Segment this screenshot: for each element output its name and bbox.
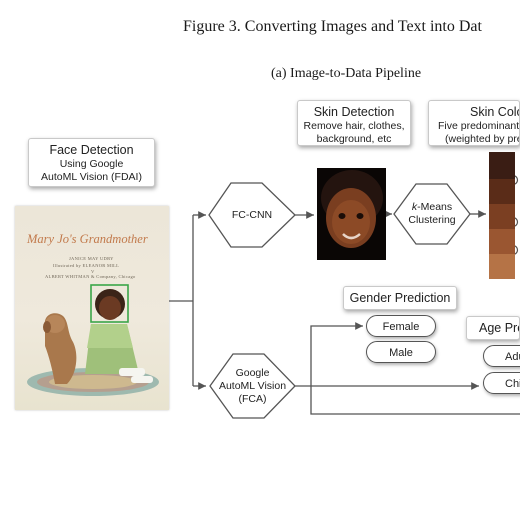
face-detection-callout: Face Detection Using Google AutoML Visio… — [28, 138, 155, 187]
kmeans-label: k-Means Clustering — [401, 201, 463, 227]
skin-color-title: Skin Colo — [470, 105, 520, 119]
face-detection-title: Face Detection — [49, 143, 134, 157]
face-detection-line2: AutoML Vision (FDAI) — [41, 171, 142, 183]
fca-to-female-connector — [310, 322, 363, 386]
gender-prediction-callout: Gender Prediction — [343, 286, 457, 310]
skin-color-line1: Five predominant s — [438, 120, 520, 132]
book-separator: V — [91, 269, 95, 274]
gender-prediction-title: Gender Prediction — [349, 291, 451, 305]
skin-color-callout: Skin Colo Five predominant s (weighted b… — [428, 100, 520, 146]
kmeans-line2: Clustering — [408, 214, 456, 226]
skin-swatch-4 — [489, 229, 515, 254]
fca-line1: Google — [235, 367, 270, 379]
book-illustrator: Illustrated by ELEANOR MILL — [53, 263, 120, 268]
age-prediction-title: Age Pre — [479, 321, 520, 335]
skin-swatch-3 — [489, 204, 515, 229]
fca-line3: (FCA) — [238, 393, 267, 405]
book-publisher: ALBERT WHITMAN & Company, Chicago — [45, 274, 136, 279]
skin-color-palette — [489, 152, 515, 279]
skin-detection-title: Skin Detection — [313, 105, 395, 119]
book-illustration — [27, 284, 159, 396]
skin-swatch-1 — [489, 152, 515, 179]
kmeans-k: k — [411, 201, 418, 213]
skin-detection-line1: Remove hair, clothes, — [303, 120, 405, 132]
skin-swatch-2 — [489, 179, 515, 204]
gender-option-female: Female — [366, 315, 436, 337]
fca-line2: AutoML Vision — [218, 380, 287, 392]
fc-cnn-label: FC-CNN — [231, 209, 273, 221]
fc-cnn-diamond — [208, 182, 296, 248]
skin-color-line2: (weighted by prev — [445, 133, 520, 145]
kmeans-diamond — [393, 183, 471, 245]
book-cover-image: Mary Jo's Grandmother JANICE MAY UDRY Il… — [15, 206, 169, 410]
figure-subcaption: (a) Image-to-Data Pipeline — [271, 66, 422, 81]
book-title: Mary Jo's Grandmother — [27, 232, 148, 246]
kmeans-line1: -Means — [417, 201, 453, 213]
skin-swatch-5 — [489, 254, 515, 279]
face-detection-line1: Using Google — [59, 158, 124, 170]
skin-detection-callout: Skin Detection Remove hair, clothes, bac… — [297, 100, 411, 146]
fca-diamond — [209, 353, 296, 419]
skin-detection-line2: background, etc — [316, 133, 392, 145]
age-prediction-callout: Age Pre — [466, 316, 520, 340]
face-crop-image — [317, 168, 386, 260]
book-author: JANICE MAY UDRY — [69, 256, 114, 261]
age-option-adult: Adu — [483, 345, 520, 367]
fca-label: Google AutoML Vision (FCA) — [212, 367, 293, 406]
figure-caption: Figure 3. Converting Images and Text int… — [183, 18, 482, 35]
gender-option-male: Male — [366, 341, 436, 363]
fca-to-lower-connector — [310, 386, 520, 415]
age-option-child: Chi — [483, 372, 520, 394]
